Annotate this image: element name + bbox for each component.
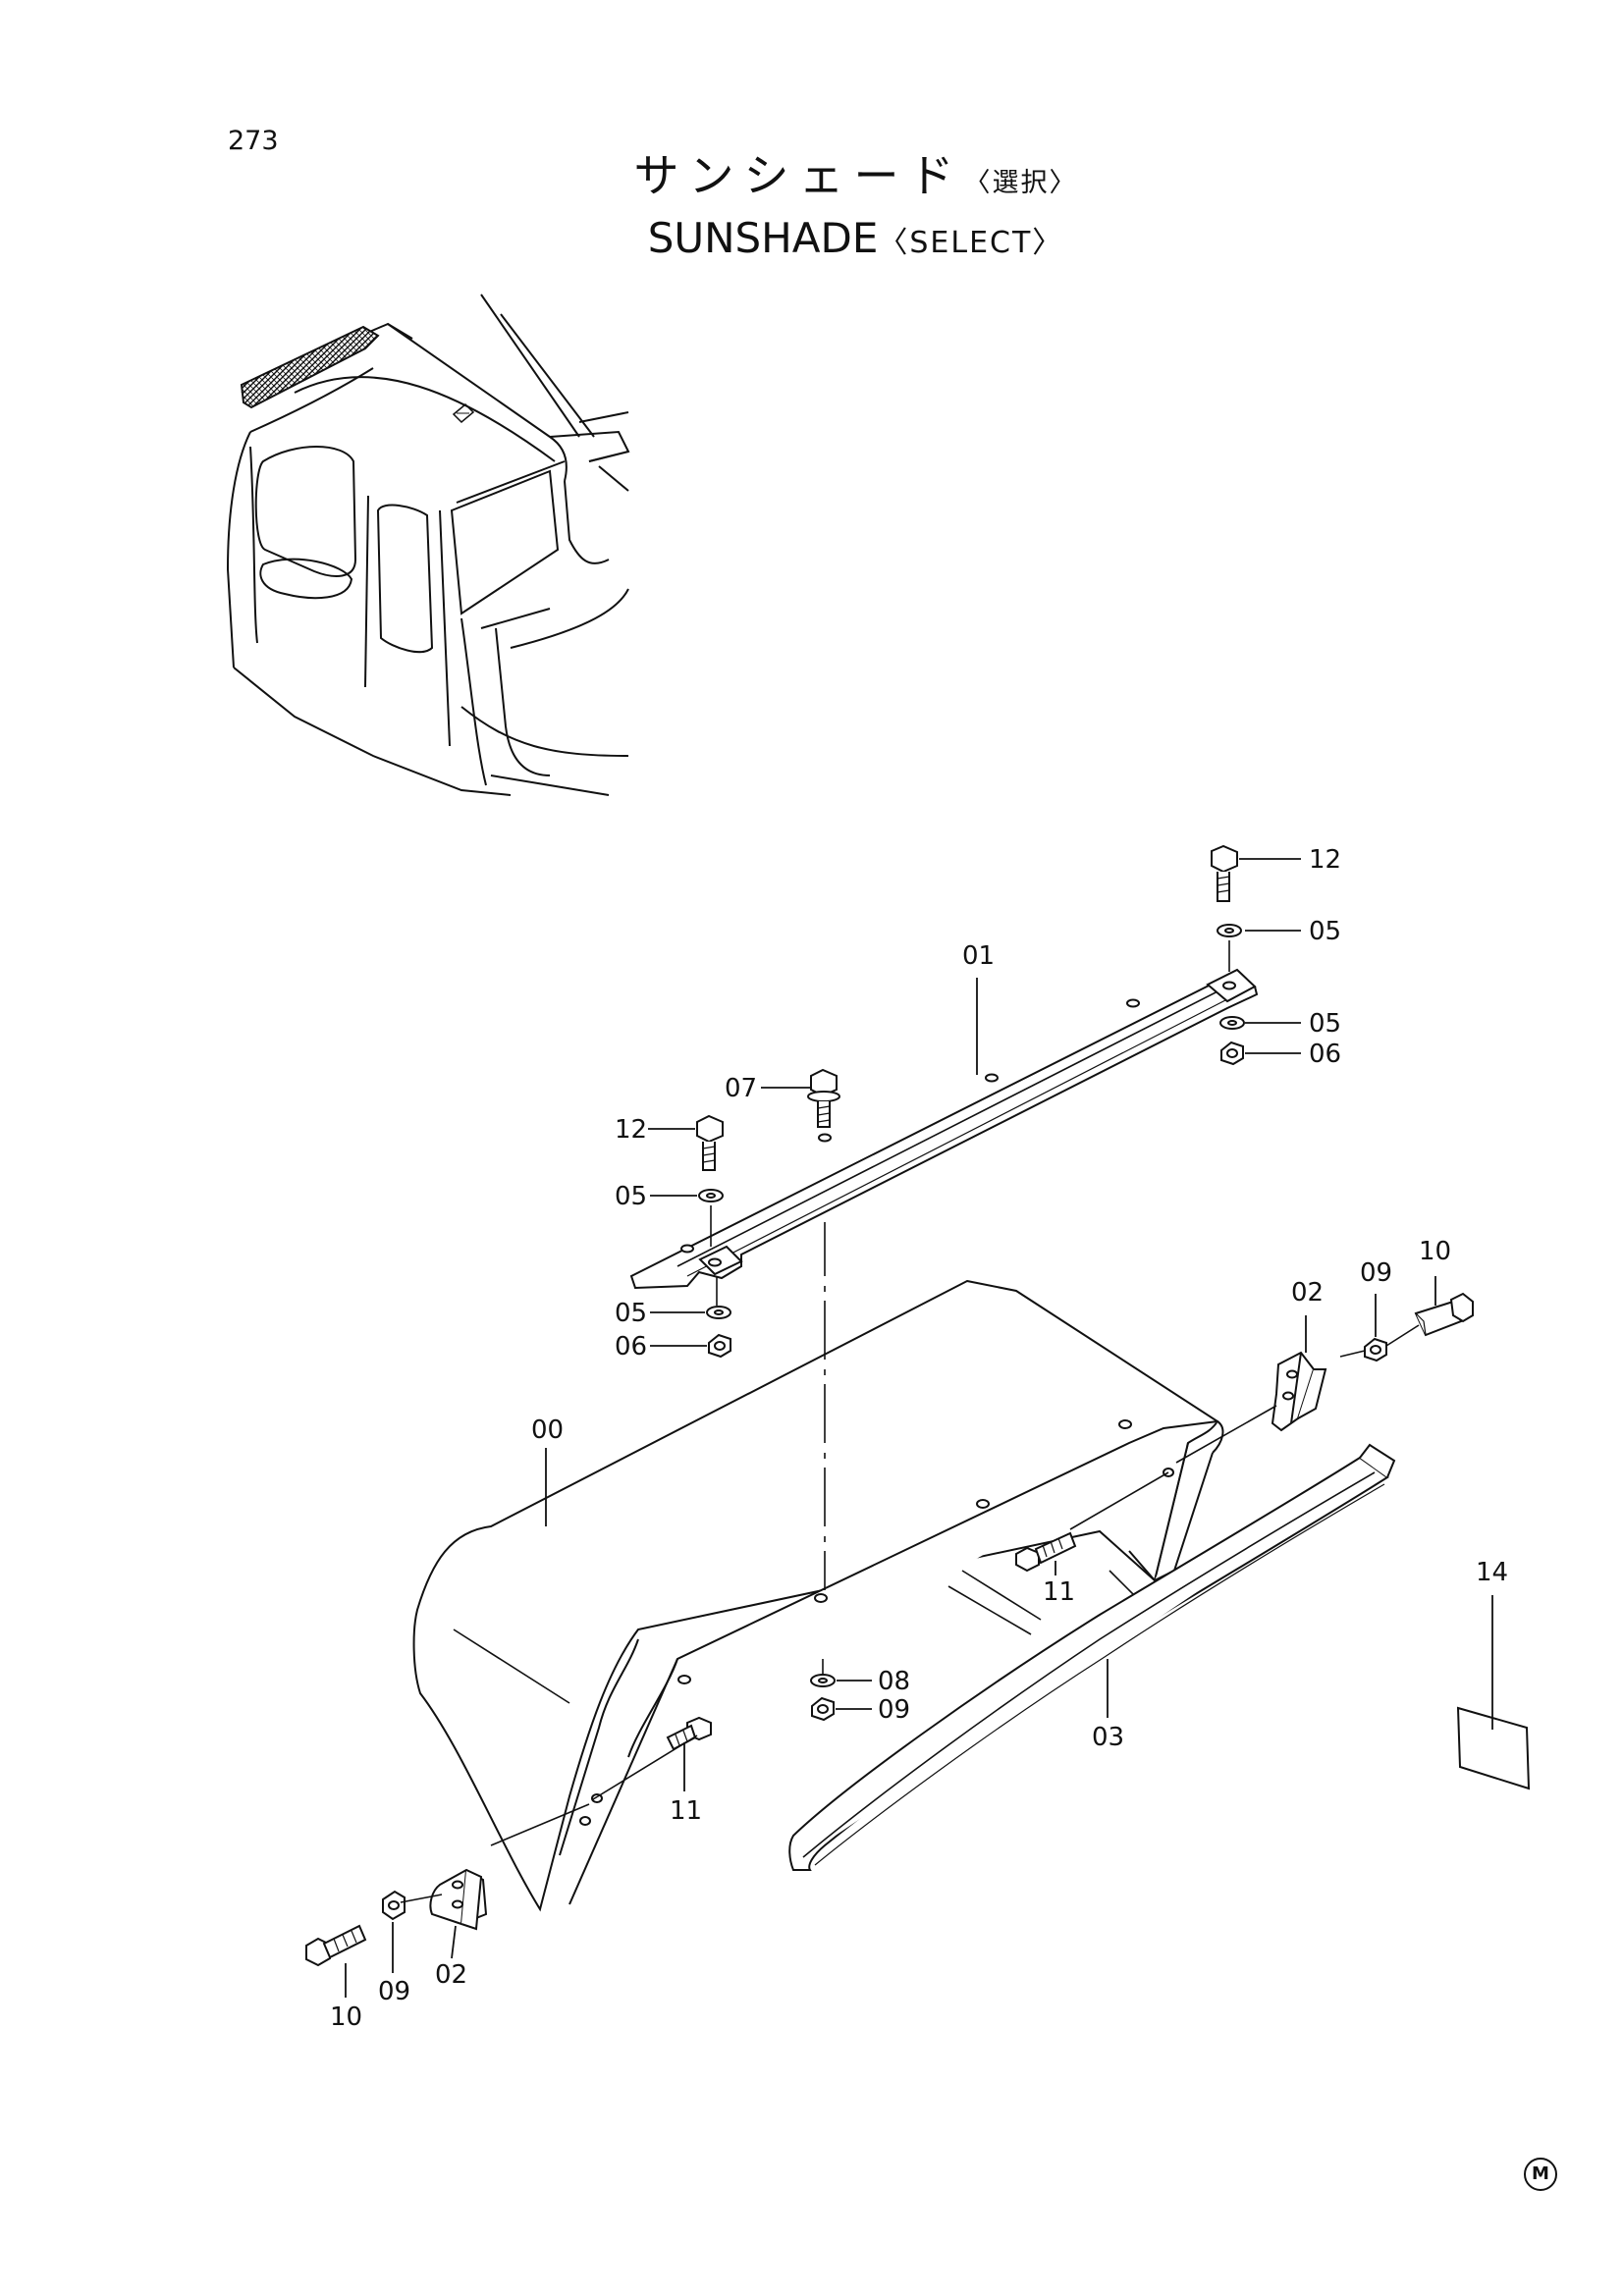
title-english: SUNSHADE〈SELECT〉 bbox=[88, 212, 1623, 270]
title-english-text: SUNSHADE bbox=[647, 214, 879, 262]
callout-03: 03 bbox=[1092, 1723, 1124, 1752]
callout-14: 14 bbox=[1476, 1558, 1508, 1587]
callout-05-upper: 05 bbox=[1309, 917, 1341, 946]
fasteners bbox=[305, 844, 1474, 1967]
nut-09-left bbox=[382, 1890, 406, 1921]
callout-09-left: 09 bbox=[378, 1977, 410, 2006]
callout-06-right: 06 bbox=[1309, 1040, 1341, 1069]
model-mark-icon: M bbox=[1524, 2158, 1557, 2191]
cab-overview-illustration bbox=[226, 294, 630, 796]
callout-05-left-top: 05 bbox=[615, 1182, 647, 1211]
callout-09-center: 09 bbox=[878, 1695, 910, 1725]
callout-00: 00 bbox=[531, 1415, 564, 1445]
bolt-11-right bbox=[1015, 1531, 1077, 1573]
callout-12-upper: 12 bbox=[1309, 845, 1341, 875]
bolt-12-upper bbox=[1211, 844, 1238, 902]
bolt-11-left bbox=[666, 1716, 712, 1751]
leader-lines bbox=[345, 858, 1493, 1998]
bracket-02-right bbox=[1271, 1351, 1327, 1432]
bolt-12-left bbox=[696, 1114, 724, 1171]
nut-06-right bbox=[1220, 1041, 1244, 1066]
alignment-lines bbox=[400, 940, 1420, 1903]
bolt-10-right bbox=[1414, 1292, 1474, 1337]
title-japanese: サンシェード〈選択〉 bbox=[88, 147, 1623, 212]
bracket-02-left bbox=[429, 1868, 488, 1931]
title-japanese-text: サンシェード bbox=[633, 149, 964, 202]
nut-09-right bbox=[1364, 1337, 1387, 1362]
callout-10-right: 10 bbox=[1419, 1237, 1451, 1266]
nut-06-left bbox=[708, 1333, 731, 1359]
title-block: サンシェード〈選択〉 SUNSHADE〈SELECT〉 bbox=[0, 147, 1623, 270]
callout-12-left: 12 bbox=[615, 1115, 647, 1145]
sunshade-panel-00 bbox=[412, 1279, 1224, 1912]
callout-05-left-bottom: 05 bbox=[615, 1299, 647, 1328]
callout-08: 08 bbox=[878, 1667, 910, 1696]
callout-06-left: 06 bbox=[615, 1332, 647, 1362]
callout-11-right: 11 bbox=[1043, 1577, 1075, 1607]
callout-02-left: 02 bbox=[435, 1960, 467, 1990]
cab-sunshade-highlight bbox=[240, 325, 380, 409]
callout-02-right: 02 bbox=[1291, 1278, 1324, 1308]
callout-10-left: 10 bbox=[330, 2002, 362, 2032]
nut-09-center bbox=[811, 1696, 835, 1722]
title-japanese-select: 〈選択〉 bbox=[963, 168, 1078, 198]
callout-11-left: 11 bbox=[670, 1796, 702, 1826]
callout-07: 07 bbox=[725, 1074, 757, 1103]
callout-09-right: 09 bbox=[1360, 1258, 1392, 1288]
bolt-07 bbox=[807, 1068, 840, 1128]
callout-05-right: 05 bbox=[1309, 1009, 1341, 1039]
title-english-select: 〈SELECT〉 bbox=[878, 226, 1064, 260]
bracket-01 bbox=[629, 968, 1259, 1290]
callout-01: 01 bbox=[962, 941, 995, 971]
page-number: 273 bbox=[228, 126, 279, 156]
bolt-10-left bbox=[305, 1924, 367, 1967]
label-plate-14 bbox=[1456, 1706, 1531, 1790]
rubber-strip-03 bbox=[788, 1443, 1396, 1871]
